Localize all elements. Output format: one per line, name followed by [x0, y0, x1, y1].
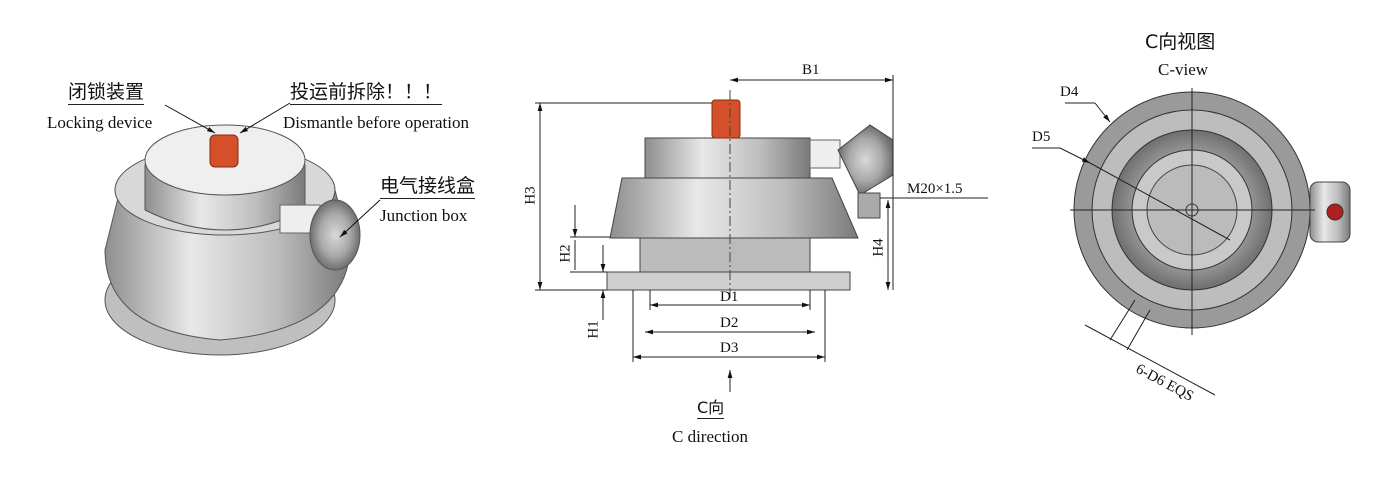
dim-h1: H1	[585, 320, 602, 339]
locking-device-label-cn: 闭锁装置	[68, 81, 145, 105]
dim-d1: D1	[720, 289, 739, 305]
dim-h3: H3	[522, 186, 539, 205]
iso-device	[104, 102, 381, 356]
dim-d2: D2	[720, 315, 739, 331]
dim-d4: D4	[1060, 84, 1079, 100]
junction-box-label-en: Junction box	[380, 206, 468, 225]
c-view-device	[1032, 88, 1351, 396]
dismantle-label-cn: 投运前拆除！！！	[290, 81, 443, 105]
c-view-title-cn: C向视图	[1145, 31, 1216, 53]
direction-label-en: C direction	[672, 427, 749, 446]
c-view-title-en: C-view	[1158, 60, 1209, 79]
dim-d5: D5	[1032, 129, 1051, 145]
dim-h4: H4	[870, 238, 887, 257]
junction-box-label-cn: 电气接线盒	[380, 175, 476, 199]
thread-label: M20×1.5	[907, 181, 963, 197]
locking-device-label-en: Locking device	[47, 113, 153, 132]
direction-label-cn: C向	[697, 398, 725, 419]
dim-d3: D3	[720, 340, 739, 356]
dim-h2: H2	[557, 244, 574, 263]
dismantle-label-en: Dismantle before operation	[283, 113, 469, 132]
front-dimensions	[535, 75, 988, 392]
dim-b1: B1	[802, 62, 820, 78]
front-device	[606, 90, 894, 300]
